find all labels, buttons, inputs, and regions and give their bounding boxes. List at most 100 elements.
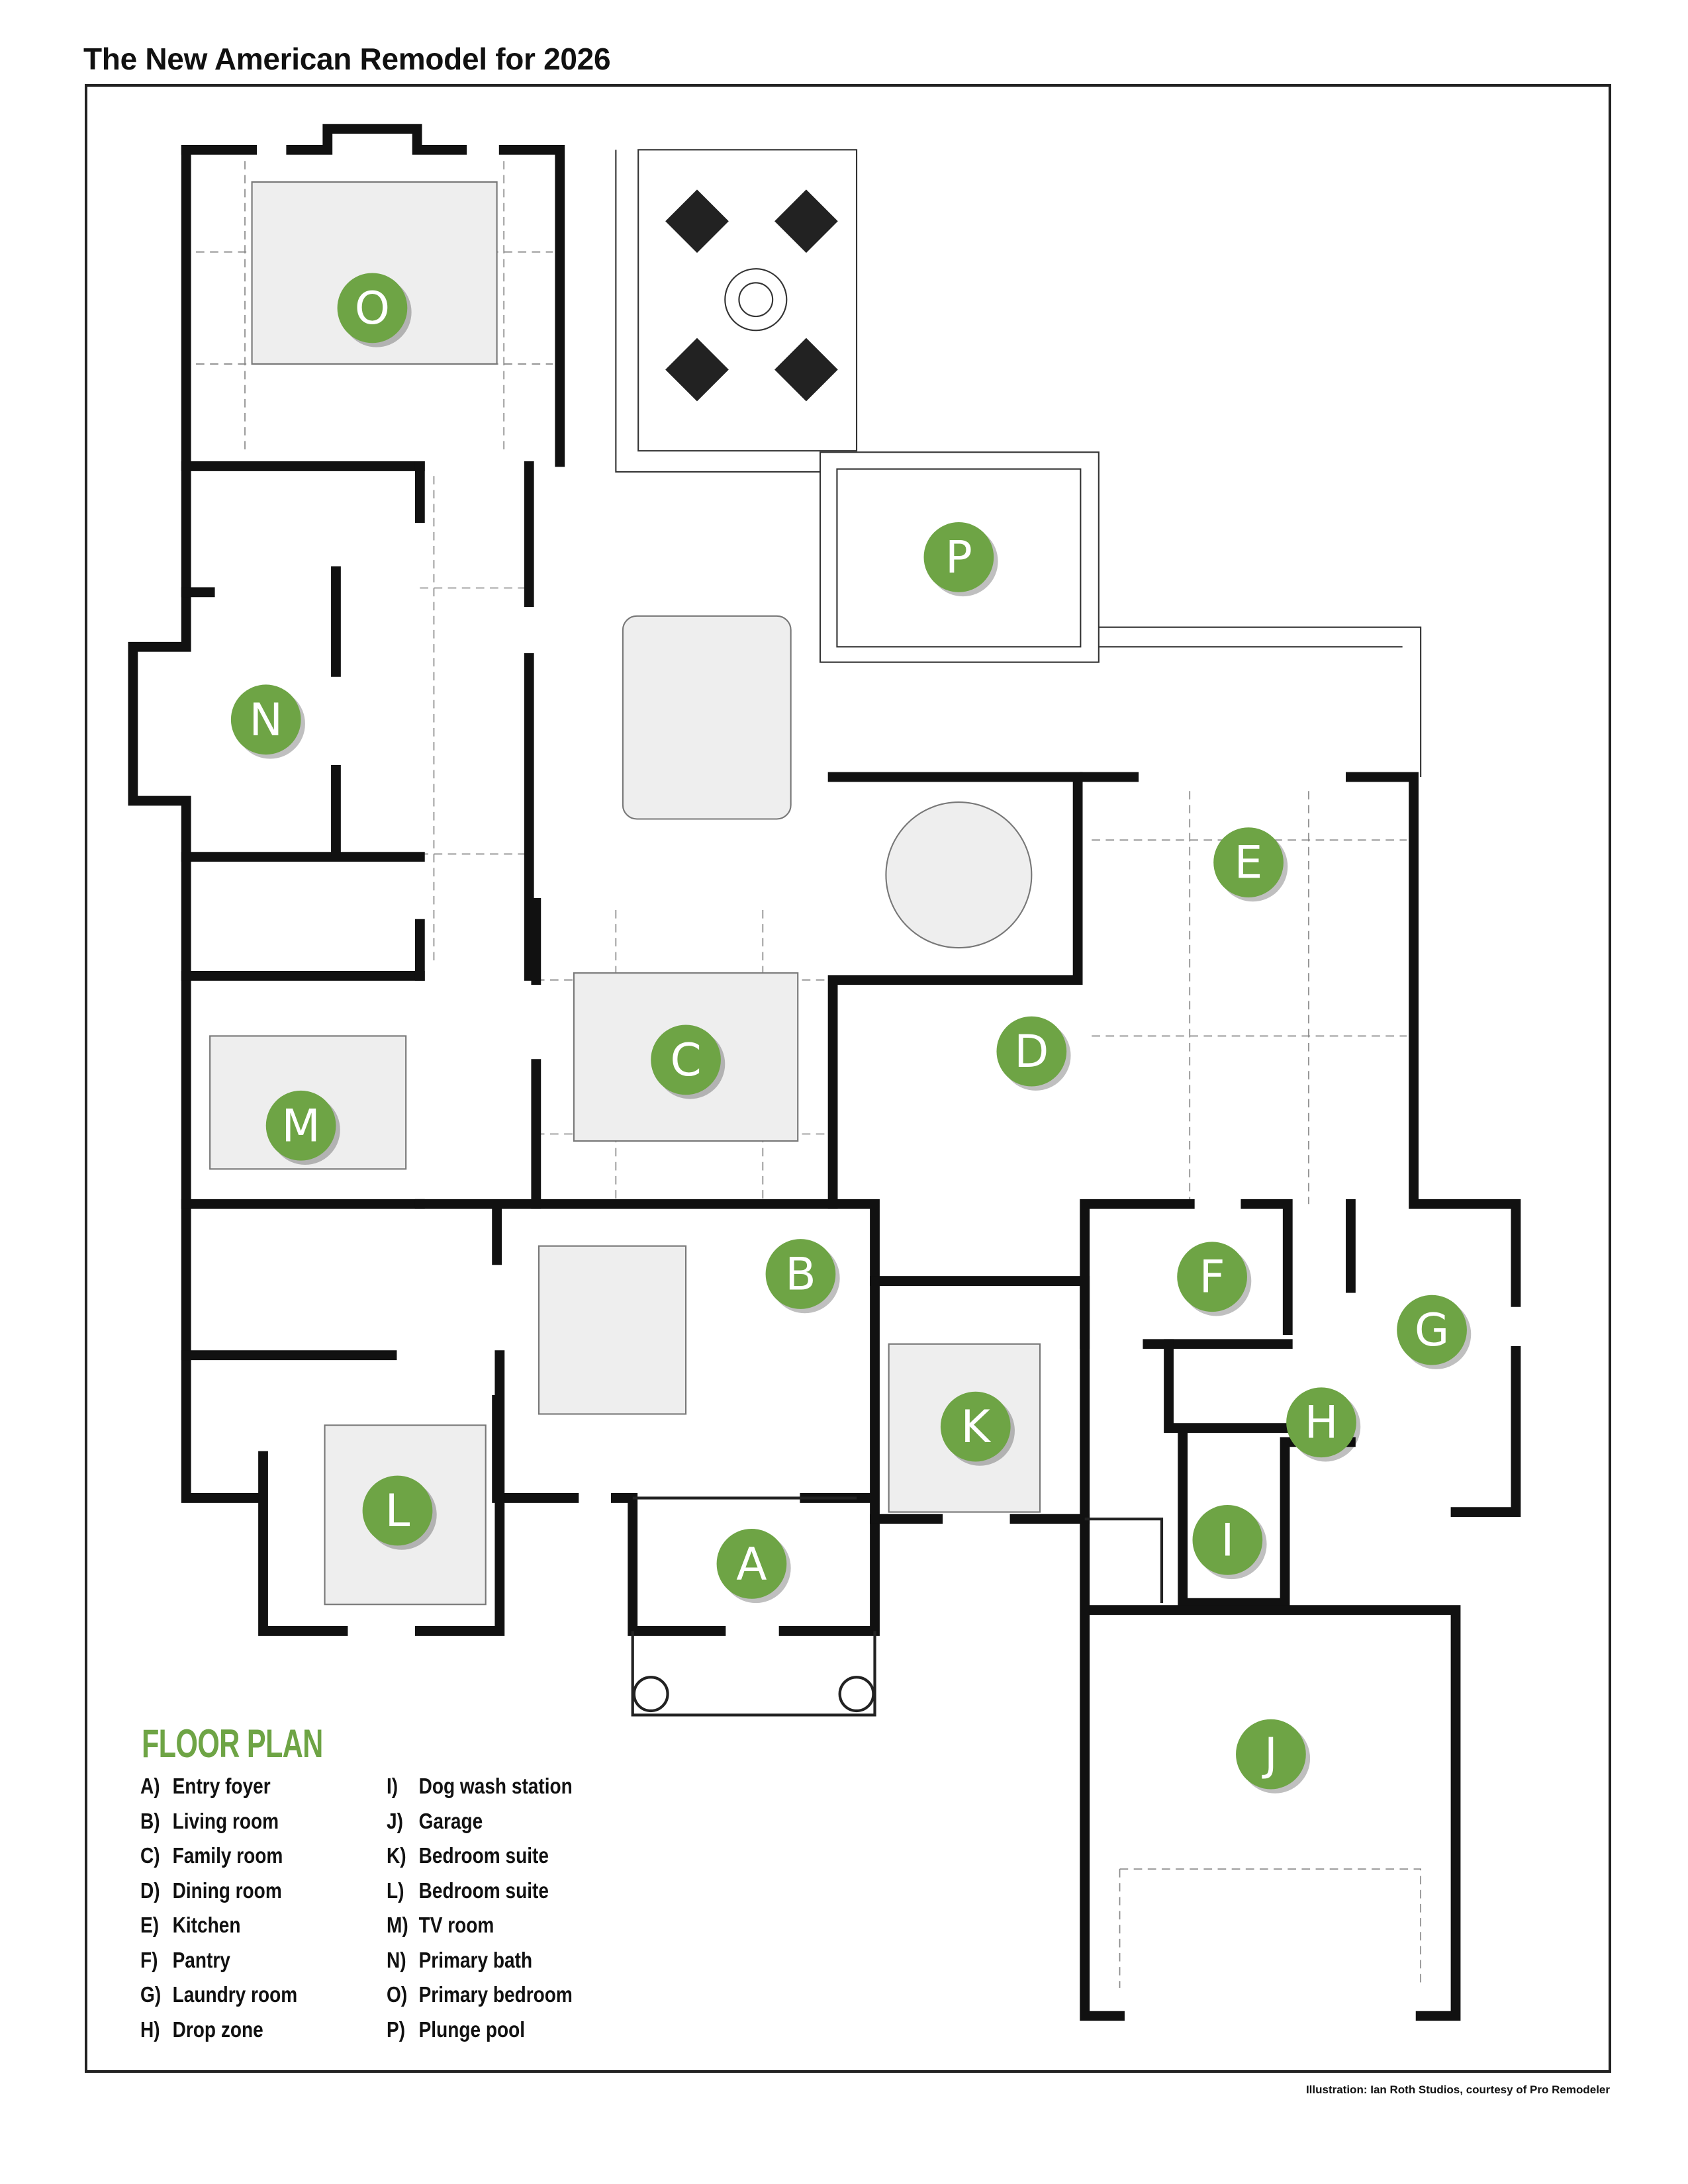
marker-circle: [651, 1024, 721, 1095]
legend-label: Bedroom suite: [418, 1878, 549, 1903]
legend-key: G): [140, 1982, 162, 2007]
legend-item: D) Dining room: [140, 1878, 282, 1903]
legend-item: F) Pantry: [140, 1948, 230, 1973]
marker-letter: B: [785, 1248, 816, 1300]
room-marker-a: A: [716, 1529, 791, 1604]
legend-key: D): [140, 1878, 160, 1903]
legend-item: N) Primary bath: [387, 1948, 532, 1973]
marker-circle: [230, 684, 301, 755]
legend-item: I) Dog wash station: [387, 1774, 573, 1799]
marker-letter: I: [1221, 1514, 1234, 1566]
legend-key: O): [387, 1982, 408, 2007]
legend-item: C) Family room: [140, 1843, 283, 1868]
legend-item: M) TV room: [387, 1913, 494, 1938]
rugs: [209, 181, 1041, 1606]
legend-key: P): [387, 2017, 406, 2042]
walls: [128, 124, 1521, 2021]
room-marker-k: K: [940, 1391, 1015, 1466]
pool-outer: [819, 451, 1100, 663]
room-marker-n: N: [230, 684, 305, 759]
legend-item: O) Primary bedroom: [387, 1982, 573, 2007]
legend-label: Living room: [172, 1808, 279, 1833]
legend-label: Garage: [418, 1808, 483, 1833]
legend-item: H) Drop zone: [140, 2017, 263, 2042]
marker-circle: [362, 1475, 433, 1546]
marker-letter: O: [355, 282, 390, 334]
legend-key: A): [140, 1774, 160, 1798]
illustration-credit: Illustration: Ian Roth Studios, courtesy…: [1305, 2083, 1610, 2096]
legend-label: Pantry: [172, 1947, 230, 1972]
room-marker-c: C: [651, 1024, 726, 1099]
marker-letter: A: [736, 1537, 767, 1590]
legend-key: N): [387, 1947, 406, 1972]
room-marker-i: I: [1192, 1505, 1267, 1580]
marker-circle: [1286, 1387, 1356, 1458]
legend-key: M): [387, 1913, 408, 1937]
room-marker-g: G: [1397, 1295, 1472, 1369]
marker-circle: [1192, 1505, 1263, 1575]
room-marker-j: J: [1236, 1719, 1311, 1794]
page-title: The New American Remodel for 2026: [83, 42, 611, 76]
legend-label: Family room: [172, 1843, 283, 1868]
legend-label: Entry foyer: [172, 1774, 271, 1798]
patio-chairs: [665, 189, 838, 402]
plan-frame: [85, 84, 1611, 2073]
wall-west: [128, 144, 264, 1503]
room-marker-e: E: [1213, 827, 1288, 902]
legend-label: Drop zone: [172, 2017, 263, 2042]
marker-letter: M: [281, 1099, 320, 1152]
marker-letter: D: [1014, 1025, 1049, 1077]
patio-outline: [637, 149, 858, 452]
legend-item: J) Garage: [387, 1809, 483, 1834]
legend-label: Bedroom suite: [418, 1843, 549, 1868]
marker-letter: F: [1199, 1251, 1225, 1303]
marker-circle: [1236, 1719, 1306, 1790]
legend-key: E): [140, 1913, 160, 1937]
room-marker-p: P: [923, 522, 998, 597]
marker-circle: [996, 1016, 1067, 1087]
marker-letter: C: [670, 1034, 701, 1086]
patio-and-pool: [615, 149, 1422, 778]
marker-letter: K: [961, 1400, 992, 1453]
legend-key: J): [387, 1808, 403, 1833]
marker-circle: [265, 1090, 336, 1161]
room-marker-m: M: [265, 1090, 340, 1165]
marker-circle: [337, 273, 408, 343]
marker-letter: E: [1235, 837, 1263, 889]
marker-letter: N: [249, 694, 283, 746]
thin-walls: [631, 1496, 1164, 1717]
marker-circle: [1397, 1295, 1467, 1365]
room-marker-f: F: [1177, 1242, 1252, 1316]
room-marker-b: B: [765, 1239, 840, 1314]
legend-key: B): [140, 1808, 160, 1833]
marker-letter: L: [385, 1484, 410, 1537]
wall-primary-top: [181, 124, 565, 467]
room-marker-l: L: [362, 1475, 437, 1550]
pool-inner: [836, 468, 1082, 648]
legend-label: TV room: [418, 1913, 494, 1937]
legend-item: P) Plunge pool: [387, 2017, 525, 2042]
legend-key: K): [387, 1843, 406, 1868]
marker-letter: J: [1262, 1728, 1278, 1780]
legend-label: Primary bedroom: [418, 1982, 573, 2007]
legend-key: F): [140, 1947, 158, 1972]
wall-east: [1080, 772, 1521, 1518]
legend-label: Kitchen: [172, 1913, 241, 1937]
marker-circle: [716, 1529, 787, 1599]
marker-letter: P: [945, 531, 972, 583]
marker-letter: G: [1415, 1304, 1449, 1356]
legend-heading: FLOOR PLAN: [142, 1721, 323, 1766]
legend-item: E) Kitchen: [140, 1913, 240, 1938]
room-marker-d: D: [996, 1016, 1071, 1091]
legend-label: Dog wash station: [418, 1774, 573, 1798]
marker-circle: [1213, 827, 1284, 897]
legend-key: I): [387, 1774, 399, 1798]
legend-label: Primary bath: [418, 1947, 533, 1972]
legend-label: Laundry room: [172, 1982, 298, 2007]
marker-circle: [940, 1391, 1011, 1462]
marker-circle: [1177, 1242, 1247, 1312]
legend-item: K) Bedroom suite: [387, 1843, 549, 1868]
room-marker-o: O: [337, 273, 412, 347]
